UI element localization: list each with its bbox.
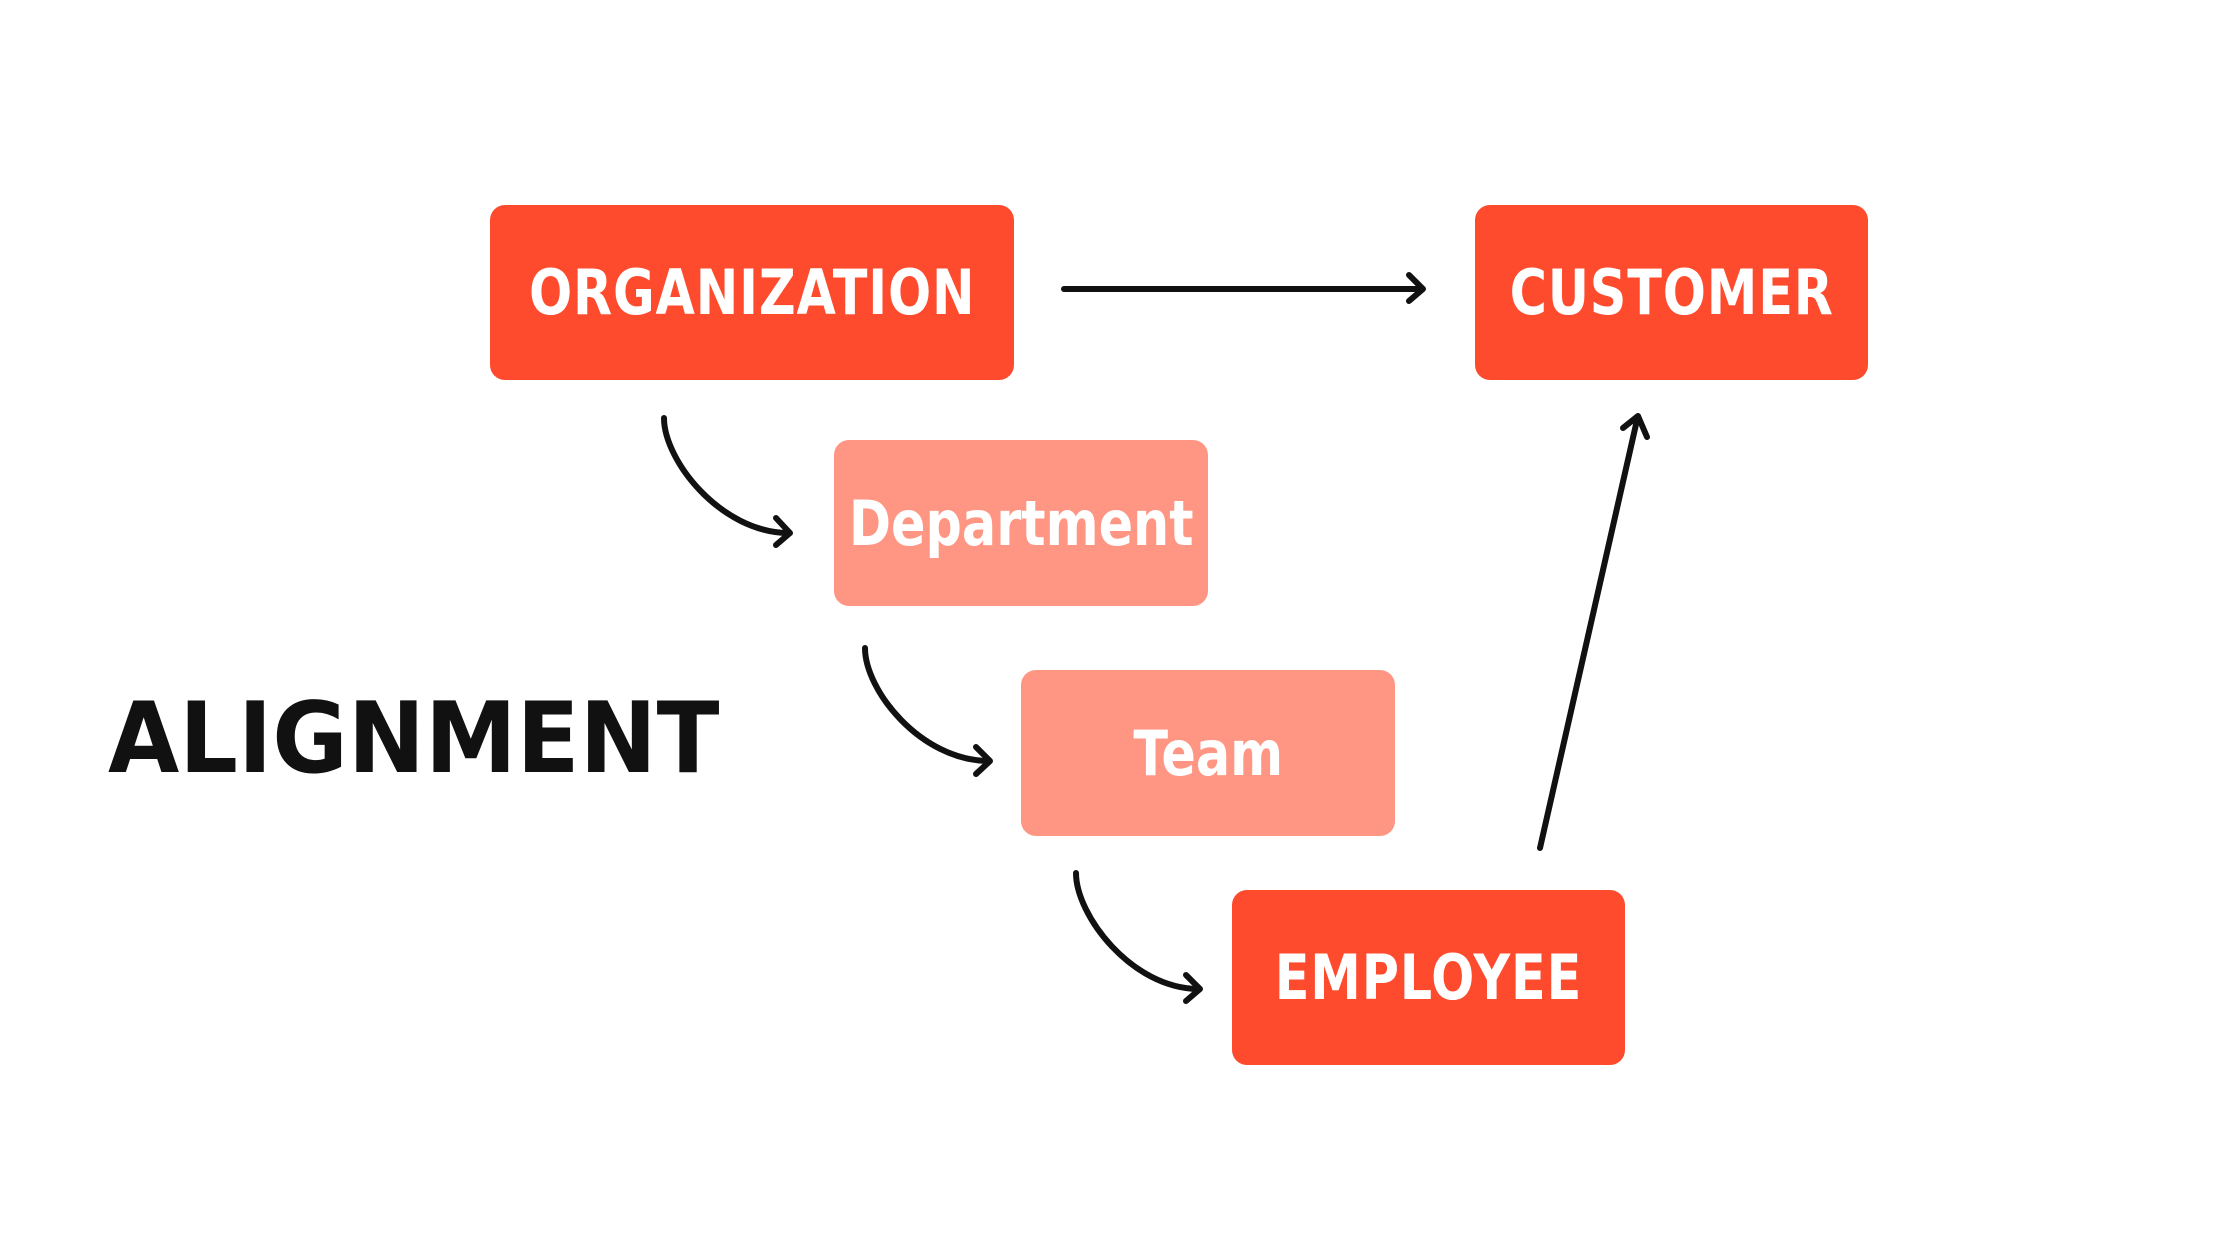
node-team: Team	[1021, 670, 1395, 836]
node-organization-label: ORGANIZATION	[528, 256, 976, 329]
node-department-label: Department	[848, 486, 1194, 560]
node-employee-label: EMPLOYEE	[1274, 941, 1583, 1014]
node-employee: EMPLOYEE	[1232, 890, 1625, 1065]
arrow-line	[661, 415, 791, 536]
arrow-head	[1620, 413, 1650, 440]
diagram-heading: ALIGNMENT	[108, 682, 720, 796]
arrow-organization-customer	[1061, 272, 1426, 304]
arrow-employee-customer	[1537, 413, 1650, 851]
node-customer-label: CUSTOMER	[1509, 256, 1834, 329]
arrow-line	[1537, 417, 1640, 851]
node-organization: ORGANIZATION	[490, 205, 1014, 380]
arrow-department-team	[862, 645, 993, 777]
arrow-head	[1183, 972, 1203, 1004]
node-department: Department	[834, 440, 1208, 606]
arrow-line	[1073, 870, 1201, 992]
arrow-team-employee	[1073, 870, 1203, 1004]
arrow-line	[862, 645, 991, 764]
arrow-head	[1406, 272, 1426, 304]
node-customer: CUSTOMER	[1475, 205, 1868, 380]
arrow-head	[973, 744, 993, 777]
arrow-organization-department	[661, 415, 793, 548]
node-team-label: Team	[1133, 716, 1283, 790]
arrow-head	[773, 515, 793, 548]
